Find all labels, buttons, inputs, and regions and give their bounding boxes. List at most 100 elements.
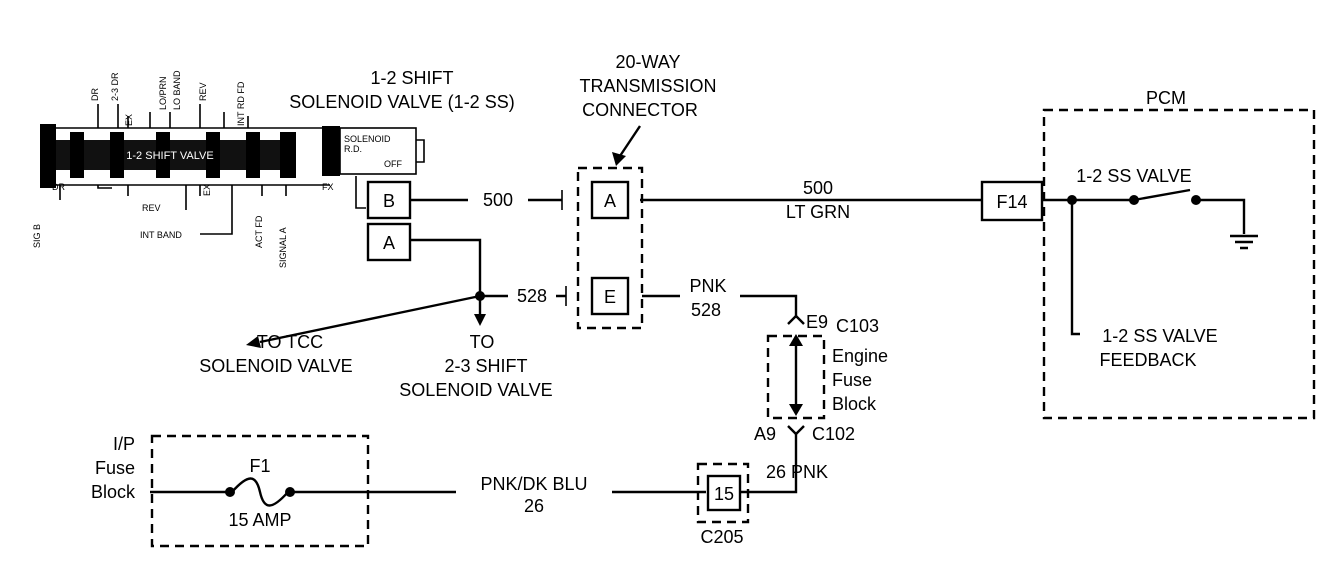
fuse-f1-rating: 15 AMP: [228, 510, 291, 530]
transmission-connector: 20-WAY TRANSMISSION CONNECTOR A E: [576, 52, 717, 330]
engine-fuse-e9: E9: [806, 312, 828, 332]
connector-title-line1: 20-WAY: [615, 52, 680, 72]
port-label-ex-bottom: EX: [202, 184, 212, 196]
ip-fuse-label-line1: I/P: [113, 434, 135, 454]
c103-terminal: [787, 314, 805, 325]
spool-lands: [70, 132, 296, 178]
svg-text:SOLENOID: SOLENOID: [344, 134, 391, 144]
port-label-2-3-dr: 2-3 DR: [110, 72, 120, 101]
port-label-fx: FX: [322, 182, 334, 192]
wire-label-lt-grn: LT GRN: [786, 202, 850, 222]
pcm-driver-switch: [1133, 188, 1191, 202]
wire-to-tcc: [259, 294, 481, 344]
wires: [150, 190, 982, 507]
pcm-valve-label: 1-2 SS VALVE: [1076, 166, 1191, 186]
pcm-title: PCM: [1146, 88, 1186, 108]
pcm-pin-f14-box: [980, 180, 1044, 222]
valve-pin-b-box: [366, 180, 412, 220]
wire-label-500: 500: [483, 190, 513, 210]
top-ports: [97, 104, 249, 128]
dest-2-3-line1: TO: [470, 332, 495, 352]
valve-pin-a: A: [383, 233, 395, 253]
wire-label-26: 26: [524, 496, 544, 516]
connector-pin-e: E: [604, 287, 616, 307]
ip-fuse-block-outline: [150, 434, 370, 548]
port-label-lo-band: LO BAND: [172, 70, 182, 110]
port-label-int-rd-fd: INT RD FD: [236, 81, 246, 126]
c205-pin: 15: [714, 484, 734, 504]
connector-title-line3: CONNECTOR: [582, 100, 698, 120]
connector-title-line2: TRANSMISSION: [579, 76, 716, 96]
ip-fuse-label-line3: Block: [91, 482, 136, 502]
pcm-pin-f14: F14: [996, 192, 1027, 212]
valve-title-line2: SOLENOID VALVE (1-2 SS): [289, 92, 514, 112]
connector-pin-e-box: [590, 276, 630, 316]
port-label-lo-prn: LO/PRN: [158, 76, 168, 110]
wire-label-26-pnk: 26 PNK: [766, 462, 828, 482]
connector-outline: [576, 166, 644, 330]
solenoid-lead: [355, 176, 366, 209]
pcm-ground-wire: [1196, 198, 1246, 234]
fuse-f1-label: F1: [249, 456, 270, 476]
dest-tcc-line2: SOLENOID VALVE: [199, 356, 352, 376]
port-label-rev-top: REV: [198, 82, 208, 101]
wire-label-528: 528: [517, 286, 547, 306]
ground-icon: [1230, 234, 1258, 250]
svg-text:R.D.: R.D.: [344, 144, 362, 154]
valve-pin-a-box: [366, 222, 412, 262]
pcm-feedback-line2: FEEDBACK: [1099, 350, 1196, 370]
engine-fuse-label-line3: Block: [832, 394, 877, 414]
engine-fuse-c103: C103: [836, 316, 879, 336]
dest-2-3-line3: SOLENOID VALVE: [399, 380, 552, 400]
pcm-feedback-wire: [1070, 200, 1080, 336]
valve-title-line1: 1-2 SHIFT: [370, 68, 453, 88]
dest-2-3-line2: 2-3 SHIFT: [444, 356, 527, 376]
valve-end-cap: [40, 124, 56, 188]
connector-c205: 15 C205: [696, 462, 750, 547]
port-label-rev-bottom: REV: [142, 203, 161, 213]
engine-fuse-label-line2: Fuse: [832, 370, 872, 390]
svg-text:OFF: OFF: [384, 159, 402, 169]
port-label-sig-b: SIG B: [32, 224, 42, 248]
fuse-f1-element: [231, 477, 289, 507]
bottom-ports: [59, 185, 287, 235]
wire-label-pnk-528: 528: [691, 300, 721, 320]
c205-label: C205: [700, 527, 743, 547]
port-label-act-fd: ACT FD: [254, 215, 264, 248]
c205-pin-box: [706, 474, 742, 512]
c102-terminal: [787, 425, 805, 436]
engine-fuse-a9: A9: [754, 424, 776, 444]
shift-valve-spool-label: 1-2 SHIFT VALVE: [126, 150, 213, 162]
valve-pin-b: B: [383, 191, 395, 211]
port-label-signal-a: SIGNAL A: [278, 227, 288, 268]
port-label-dr-top: DR: [90, 88, 100, 101]
wire-label-pnk: PNK: [689, 276, 726, 296]
port-label-dr-bottom: DR: [52, 182, 65, 192]
engine-fuse-block-outline: [766, 334, 826, 420]
connector-pin-a-box: [590, 180, 630, 220]
pcm-feedback-line1: 1-2 SS VALVE: [1102, 326, 1217, 346]
wire-pnk-528: [642, 294, 798, 318]
shift-valve-assembly: 1-2 SHIFT VALVE DR 2-3 DR EX LO/PRN LO B…: [32, 68, 515, 268]
port-label-ex-top: EX: [124, 114, 134, 126]
arrow-to-tcc: [246, 336, 261, 348]
connector-pointer: [619, 125, 641, 157]
dest-tcc-line1: TO TCC: [257, 332, 323, 352]
arrow-to-2-3-shift: [474, 314, 486, 326]
engine-fuse-block: E9 C103 Engine Fuse Block A9 C102: [754, 312, 888, 444]
pcm-outline: [1042, 108, 1316, 420]
pcm-module: PCM F14 1-2 SS VALVE 1-2 SS VALVE FEEDBA…: [980, 88, 1316, 420]
solenoid-body: SOLENOID R.D. OFF: [322, 126, 425, 176]
wire-26-pnk: [738, 434, 798, 494]
valve-body-outline: [40, 127, 330, 186]
wire-label-pnk-dk-blu: PNK/DK BLU: [480, 474, 587, 494]
wire-label-500-top: 500: [803, 178, 833, 198]
engine-fuse-c102: C102: [812, 424, 855, 444]
wire-valve-a-to-junction: [410, 238, 482, 296]
connector-pin-a: A: [604, 191, 616, 211]
ip-fuse-label-line2: Fuse: [95, 458, 135, 478]
port-label-int-band: INT BAND: [140, 230, 182, 240]
c205-outline: [696, 462, 750, 524]
ip-fuse-block: I/P Fuse Block F1 15 AMP: [91, 434, 370, 548]
